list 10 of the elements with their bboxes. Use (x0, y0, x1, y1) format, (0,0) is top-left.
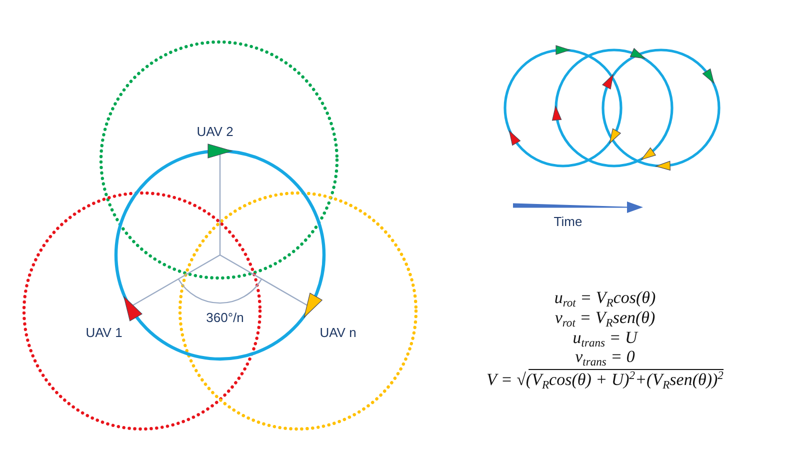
equation: u$_{trans}$ = U (572, 328, 638, 348)
uav-label: UAV n (320, 326, 356, 341)
angle-label: 360°/n (206, 311, 244, 326)
equation: V = √(V$_{R}$cos(θ) + U)$^{2}$+(V$_{R}$sen(θ))$^{2}$ (486, 366, 724, 390)
uav-label: UAV 1 (86, 326, 122, 341)
equation: v$_{rot}$ = V$_{R}$sen(θ) (554, 308, 656, 328)
equation: v$_{trans}$ = 0 (575, 347, 635, 367)
time-label: Time (554, 215, 582, 230)
equation: u$_{rot}$ = V$_{R}$cos(θ) (554, 288, 656, 308)
uav-label: UAV 2 (196, 125, 234, 140)
